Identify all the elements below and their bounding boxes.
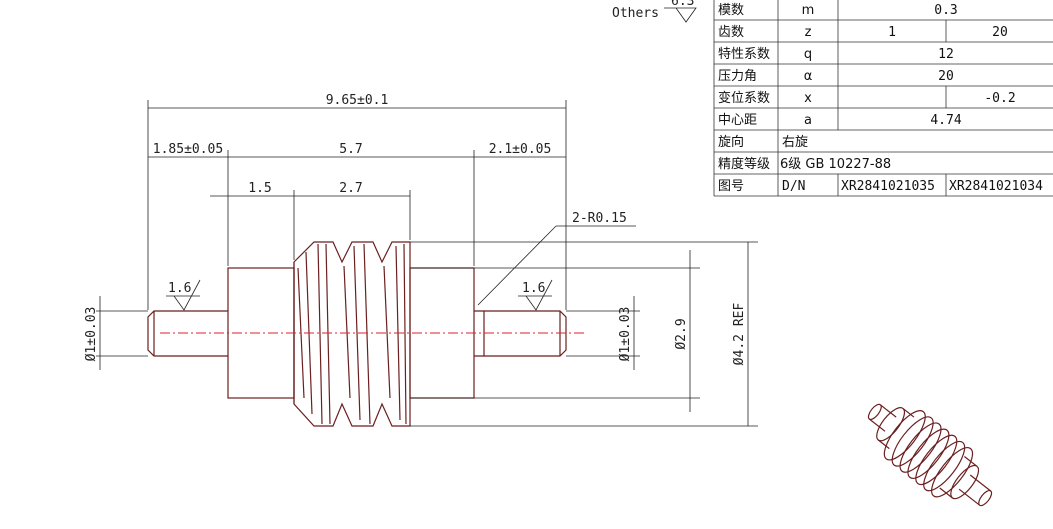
table-symbol-center-distance: a: [804, 113, 812, 128]
others-label: Others: [612, 6, 659, 21]
dim-right-roughness: 1.6: [522, 281, 545, 296]
table-label-pressure-angle: 压力角: [718, 69, 757, 84]
table-symbol-teeth: z: [805, 25, 812, 40]
table-symbol-diameter-factor: q: [804, 47, 812, 62]
parameter-table: 模数 m 0.3 齿数 z 1 20 特性系数 q 12 压力角 α 20 变位…: [713, 0, 1053, 197]
worm-3d-thumbnail: [867, 403, 993, 507]
dim-right-step: 2.1±0.05: [489, 142, 552, 157]
table-value-precision: 6级 GB 10227-88: [780, 157, 891, 172]
right-roughness-symbol-icon: [518, 279, 553, 311]
dim-ref-diameter: Ø4.2 REF: [732, 303, 747, 366]
roughness-symbol-icon: [664, 7, 697, 23]
dim-body-diameter: Ø2.9: [674, 318, 689, 349]
others-roughness-value: 6.3: [671, 0, 694, 9]
table-label-teeth: 齿数: [718, 25, 744, 40]
table-value-shift-coefficient: -0.2: [984, 91, 1015, 106]
table-label-drawing-number: 图号: [718, 179, 744, 194]
dim-thread-length: 2.7: [339, 181, 362, 196]
table-symbol-pressure-angle: α: [804, 69, 813, 84]
table-label-shift-coefficient: 变位系数: [718, 90, 770, 106]
table-label-precision: 精度等级: [718, 156, 770, 172]
table-label-center-distance: 中心距: [718, 113, 757, 128]
table-value-center-distance: 4.74: [930, 113, 961, 128]
dim-radius-note: 2-R0.15: [572, 211, 627, 226]
dim-right-diameter: Ø1±0.03: [618, 307, 633, 362]
table-value-diameter-factor: 12: [938, 47, 954, 62]
table-symbol-drawing-number: D/N: [782, 179, 805, 194]
table-value-teeth-worm: 1: [888, 25, 896, 40]
table-value-module: 0.3: [934, 3, 957, 18]
table-value-drawing-number-gear: XR2841021034: [949, 179, 1043, 194]
table-label-module: 模数: [718, 3, 744, 18]
dimension-lines: 9.65±0.1 1.85±0.05 5.7 2.1±0.05 1.5 2.7 …: [84, 93, 758, 427]
table-symbol-module: m: [802, 3, 815, 18]
table-label-diameter-factor: 特性系数: [718, 47, 770, 62]
dim-left-step: 1.85±0.05: [153, 142, 223, 157]
others-roughness-note: Others 6.3: [612, 0, 697, 23]
dim-middle: 5.7: [339, 142, 362, 157]
table-value-teeth-gear: 20: [992, 25, 1008, 40]
dim-left-roughness: 1.6: [168, 281, 191, 296]
left-roughness-symbol-icon: [166, 279, 201, 311]
dim-overall-length: 9.65±0.1: [326, 93, 389, 108]
table-value-hand: 右旋: [782, 135, 808, 150]
dim-left-diameter: Ø1±0.03: [84, 307, 99, 362]
dim-hub: 1.5: [248, 181, 271, 196]
table-label-hand: 旋向: [718, 134, 744, 150]
table-value-drawing-number-worm: XR2841021035: [841, 179, 935, 194]
table-value-pressure-angle: 20: [938, 69, 954, 84]
table-symbol-shift-coefficient: x: [804, 91, 812, 106]
